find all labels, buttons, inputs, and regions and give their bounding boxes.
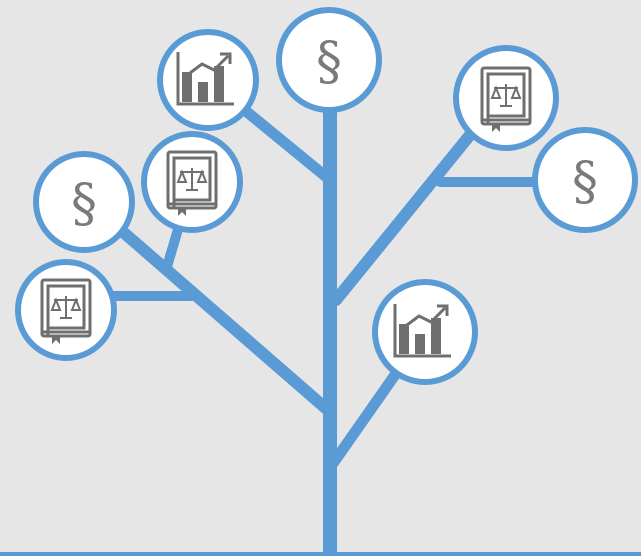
branch-right: [330, 129, 476, 306]
node-section-top: §: [276, 7, 382, 113]
bottom-rule: [0, 552, 641, 556]
node-section-left: §: [33, 151, 135, 253]
node-law-book-far-left: [15, 259, 117, 361]
section-sign-icon: §: [71, 174, 97, 234]
branches: [61, 74, 585, 556]
branch-left: [78, 192, 336, 418]
section-sign-icon: §: [572, 152, 598, 212]
node-section-right: §: [532, 127, 638, 233]
node-chart-upper-left: [157, 29, 259, 131]
node-law-book-left-middle: [141, 131, 243, 233]
node-chart-lower-right: [372, 279, 478, 385]
section-sign-icon: §: [316, 32, 342, 92]
node-law-book-upper-right: [453, 45, 559, 151]
